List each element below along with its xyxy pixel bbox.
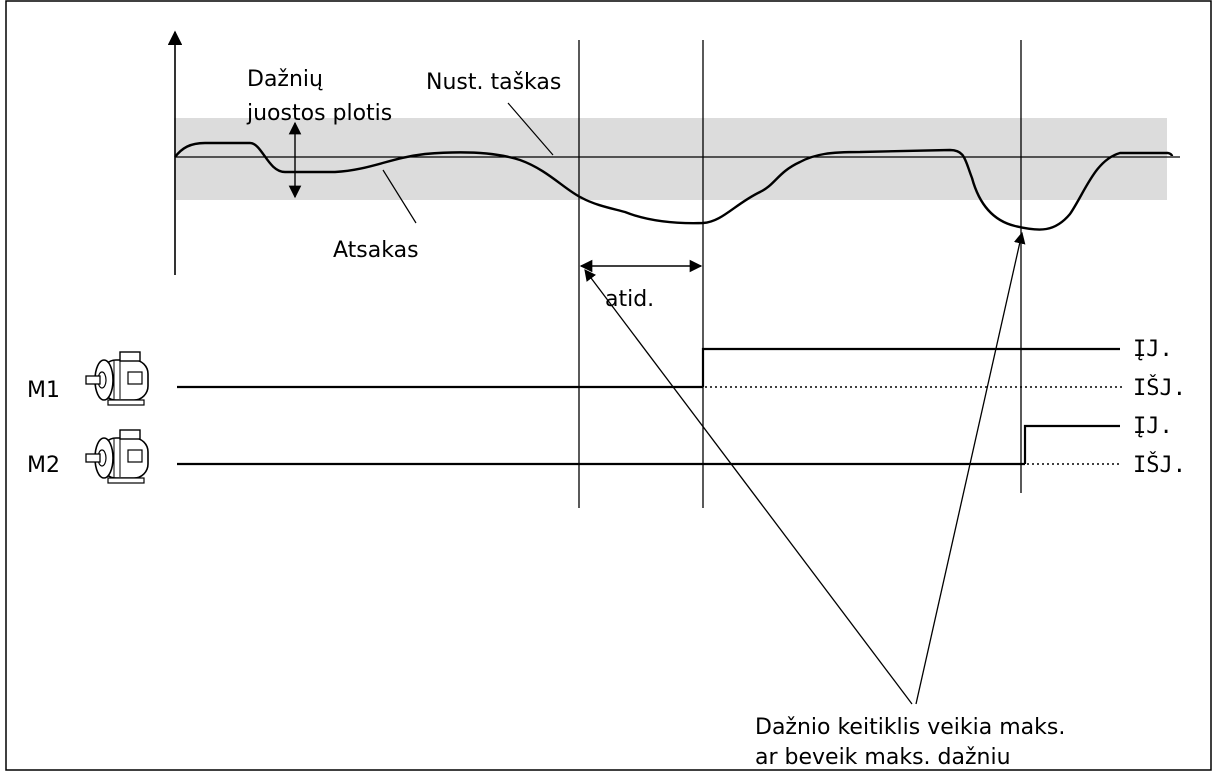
setpoint-leader <box>507 102 554 156</box>
setpoint-label: Nust. taškas <box>426 70 561 95</box>
motor-2-icon <box>85 429 149 484</box>
bandwidth-label-line2: juostos plotis <box>246 101 392 126</box>
feedback-curve <box>174 141 1174 231</box>
motor-1-off-label: IŠJ. <box>1133 375 1186 401</box>
note-label-line1: Dažnio keitiklis veikia maks. <box>755 715 1065 740</box>
note-arrow-2 <box>915 231 1026 705</box>
motor-2-off-label: IŠJ. <box>1133 452 1186 478</box>
bandwidth-label-line1: Dažnių <box>247 67 323 92</box>
bandwidth-band <box>174 118 1167 200</box>
motor-2-on-label: ĮJ. <box>1133 414 1173 439</box>
motor-1-on-line <box>701 347 1120 387</box>
motor-2-on-line <box>1023 424 1120 464</box>
delay-label: atid. <box>605 287 654 312</box>
outer-frame <box>5 0 1212 771</box>
feedback-label: Atsakas <box>333 238 419 263</box>
motor-2-id: M2 <box>27 453 60 478</box>
motor-1-icon <box>85 351 149 406</box>
motor-1-on-label: ĮJ. <box>1133 337 1173 362</box>
note-label-line2: ar beveik maks. dažniu <box>755 745 1011 770</box>
feedback-leader <box>382 169 417 224</box>
note-arrow-1 <box>584 269 913 705</box>
motor-1-id: M1 <box>27 378 60 403</box>
